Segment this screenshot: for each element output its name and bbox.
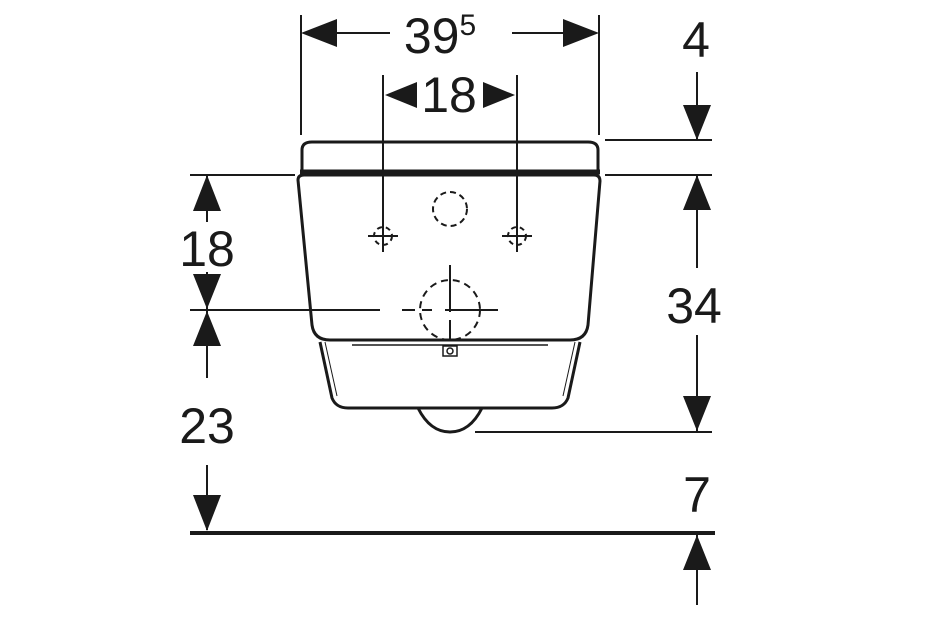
arrow-left-icon <box>385 82 417 108</box>
arrow-up-icon <box>193 311 221 346</box>
top-gap-label: 4 <box>682 12 710 68</box>
arrow-down-icon <box>193 274 221 309</box>
arrow-up-icon <box>683 535 711 570</box>
body-height-label: 34 <box>666 278 722 334</box>
water-inlet-dashed-circle <box>432 191 468 227</box>
width-label: 395 <box>404 8 476 64</box>
arrow-right-icon <box>483 82 515 108</box>
arrow-down-icon <box>683 105 711 140</box>
screw-icon <box>442 345 458 357</box>
arrow-left-icon <box>301 19 337 47</box>
lower-height-label: 23 <box>179 398 235 454</box>
width-dimension <box>300 15 600 135</box>
outlet <box>416 407 484 434</box>
left-dimensions <box>190 174 380 531</box>
arrow-up-icon <box>683 175 711 210</box>
upper-height-label: 18 <box>179 221 235 277</box>
arrow-up-icon <box>193 175 221 211</box>
right-dimensions <box>475 72 712 605</box>
fixing-point-left <box>368 222 398 250</box>
drain-dashed-circle <box>402 265 498 341</box>
lower-bowl <box>318 341 582 410</box>
seat-lid <box>300 140 600 172</box>
fixing-distance-label: 18 <box>421 67 477 123</box>
arrow-down-icon <box>193 495 221 531</box>
fixing-point-right <box>502 222 532 250</box>
bowl-body <box>296 173 602 342</box>
arrow-down-icon <box>683 396 711 431</box>
floor-gap-label: 7 <box>683 467 711 523</box>
arrow-right-icon <box>563 19 599 47</box>
